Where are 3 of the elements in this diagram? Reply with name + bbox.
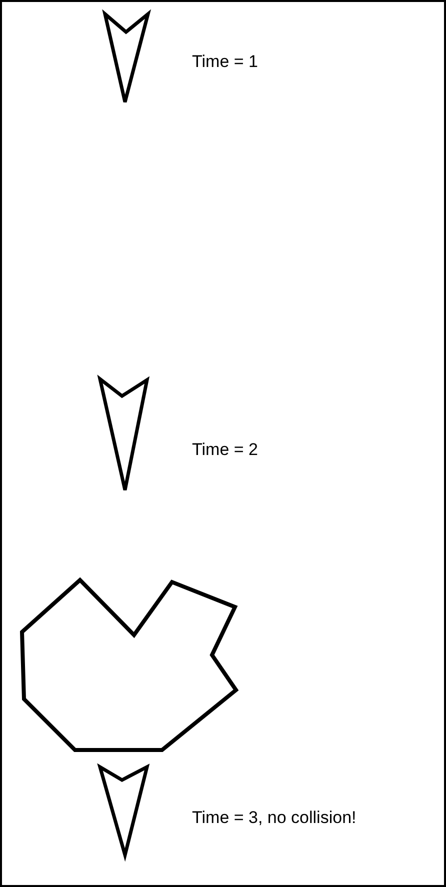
- time-label: Time = 2: [192, 440, 258, 460]
- time-label: Time = 3, no collision!: [192, 808, 356, 828]
- time-label: Time = 1: [192, 52, 258, 72]
